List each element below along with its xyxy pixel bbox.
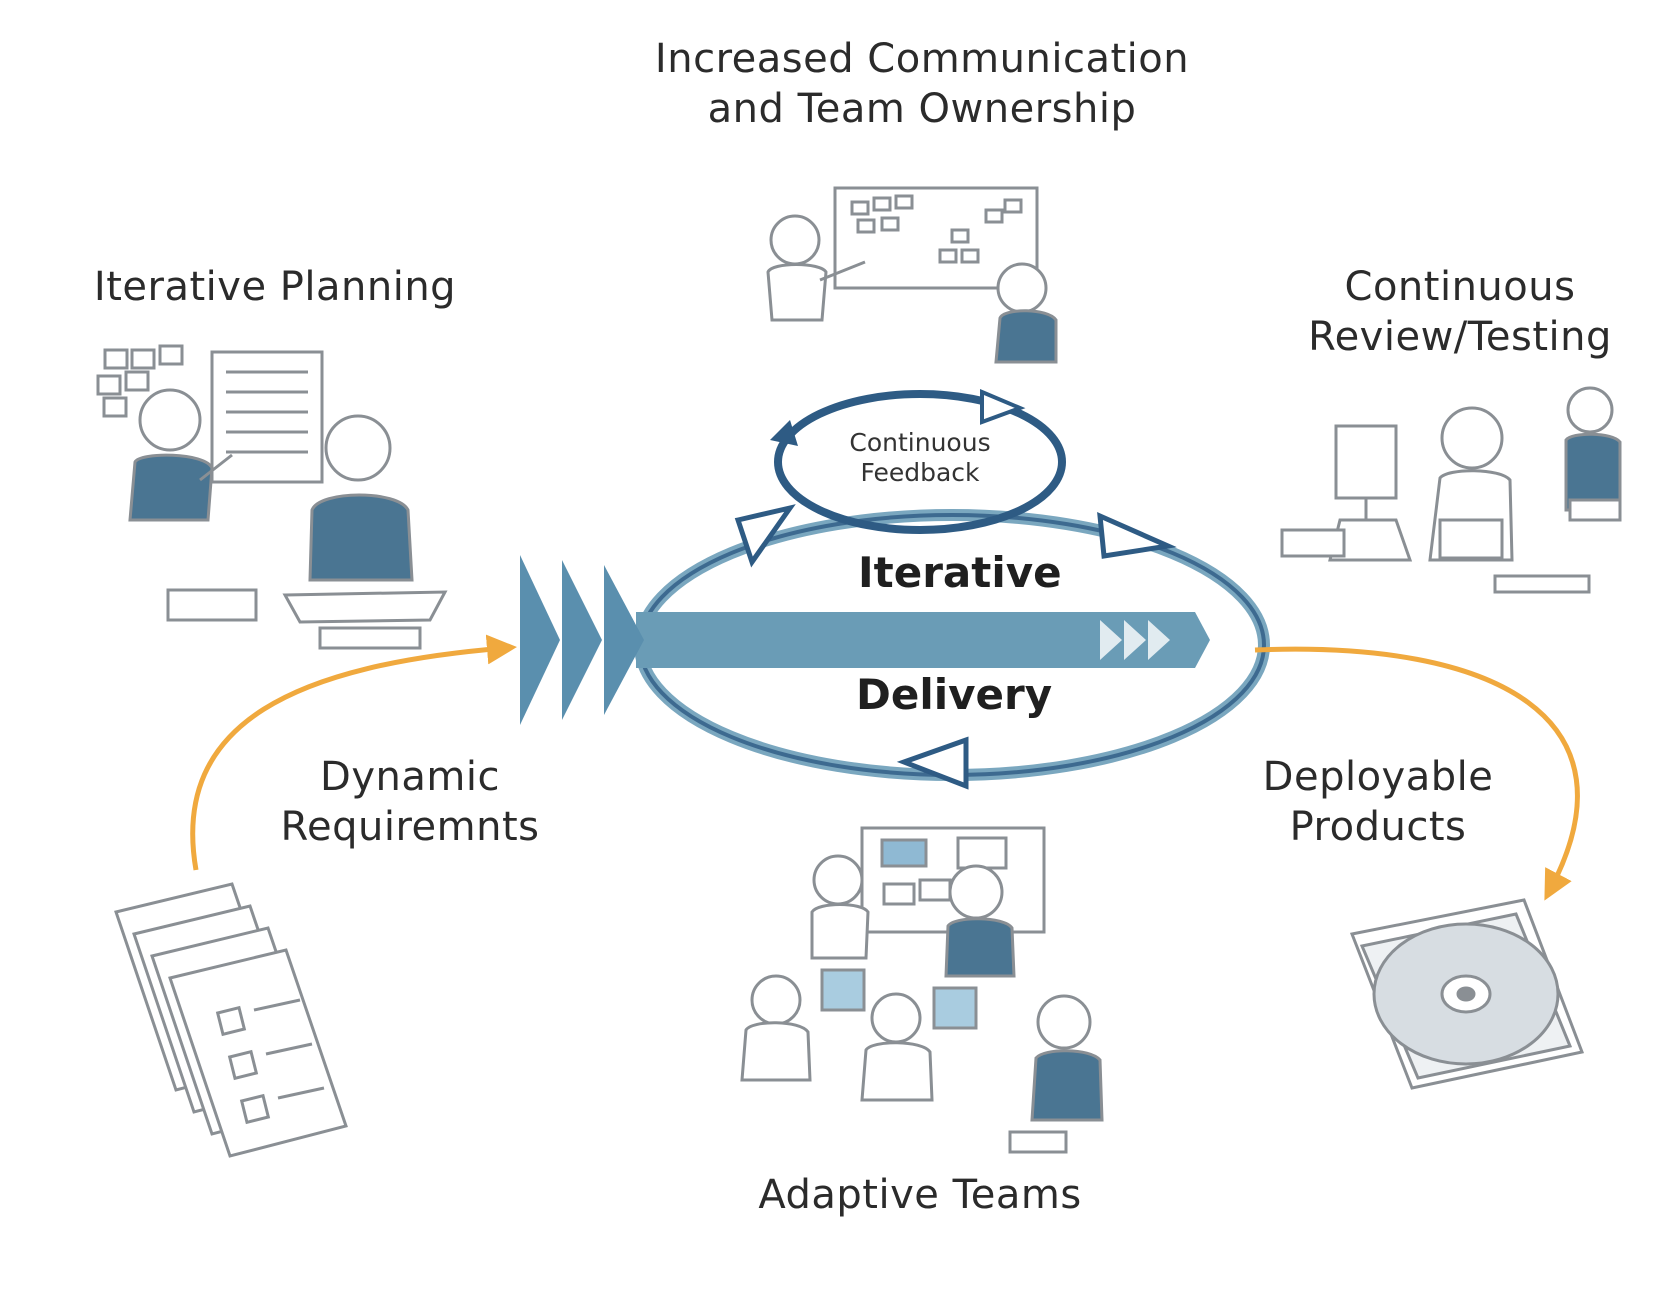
label-feedback-line-1: Continuous [849,428,991,457]
label-deployable-line-1: Deployable [1262,754,1494,800]
label-review: Continuous Review/Testing [1270,262,1650,362]
label-review-line-2: Review/Testing [1308,314,1612,360]
label-communication-line-1: Increased Communication [654,36,1190,82]
label-communication: Increased Communication and Team Ownersh… [612,34,1232,134]
label-communication-line-2: and Team Ownership [707,86,1137,132]
label-requirements: Dynamic Requiremnts [260,752,560,852]
communication-scene-icon [766,186,1058,364]
adaptive-teams-scene-icon [740,826,1104,1154]
requirements-arrow [190,634,517,871]
software-disc-icon [1349,898,1585,1090]
label-deployable: Deployable Products [1228,752,1528,852]
iterative-delivery-loop [520,388,1270,790]
label-review-line-1: Continuous [1344,264,1576,310]
label-teams-line-1: Adaptive Teams [758,1172,1082,1218]
deployable-arrow [1254,646,1580,901]
label-feedback-line-2: Feedback [860,458,980,487]
label-planning-line-1: Iterative Planning [93,264,457,310]
review-testing-scene-icon [1280,386,1622,594]
requirements-documents-icon [114,882,348,1158]
label-planning: Iterative Planning [60,262,490,312]
label-iterative: Iterative [858,548,1062,597]
label-deployable-line-2: Products [1289,804,1467,850]
label-delivery: Delivery [856,670,1053,719]
label-requirements-line-1: Dynamic [320,754,500,800]
label-feedback: Continuous Feedback [820,428,1020,488]
label-requirements-line-2: Requiremnts [280,804,540,850]
planning-scene-icon [96,344,448,650]
label-teams: Adaptive Teams [700,1170,1140,1220]
